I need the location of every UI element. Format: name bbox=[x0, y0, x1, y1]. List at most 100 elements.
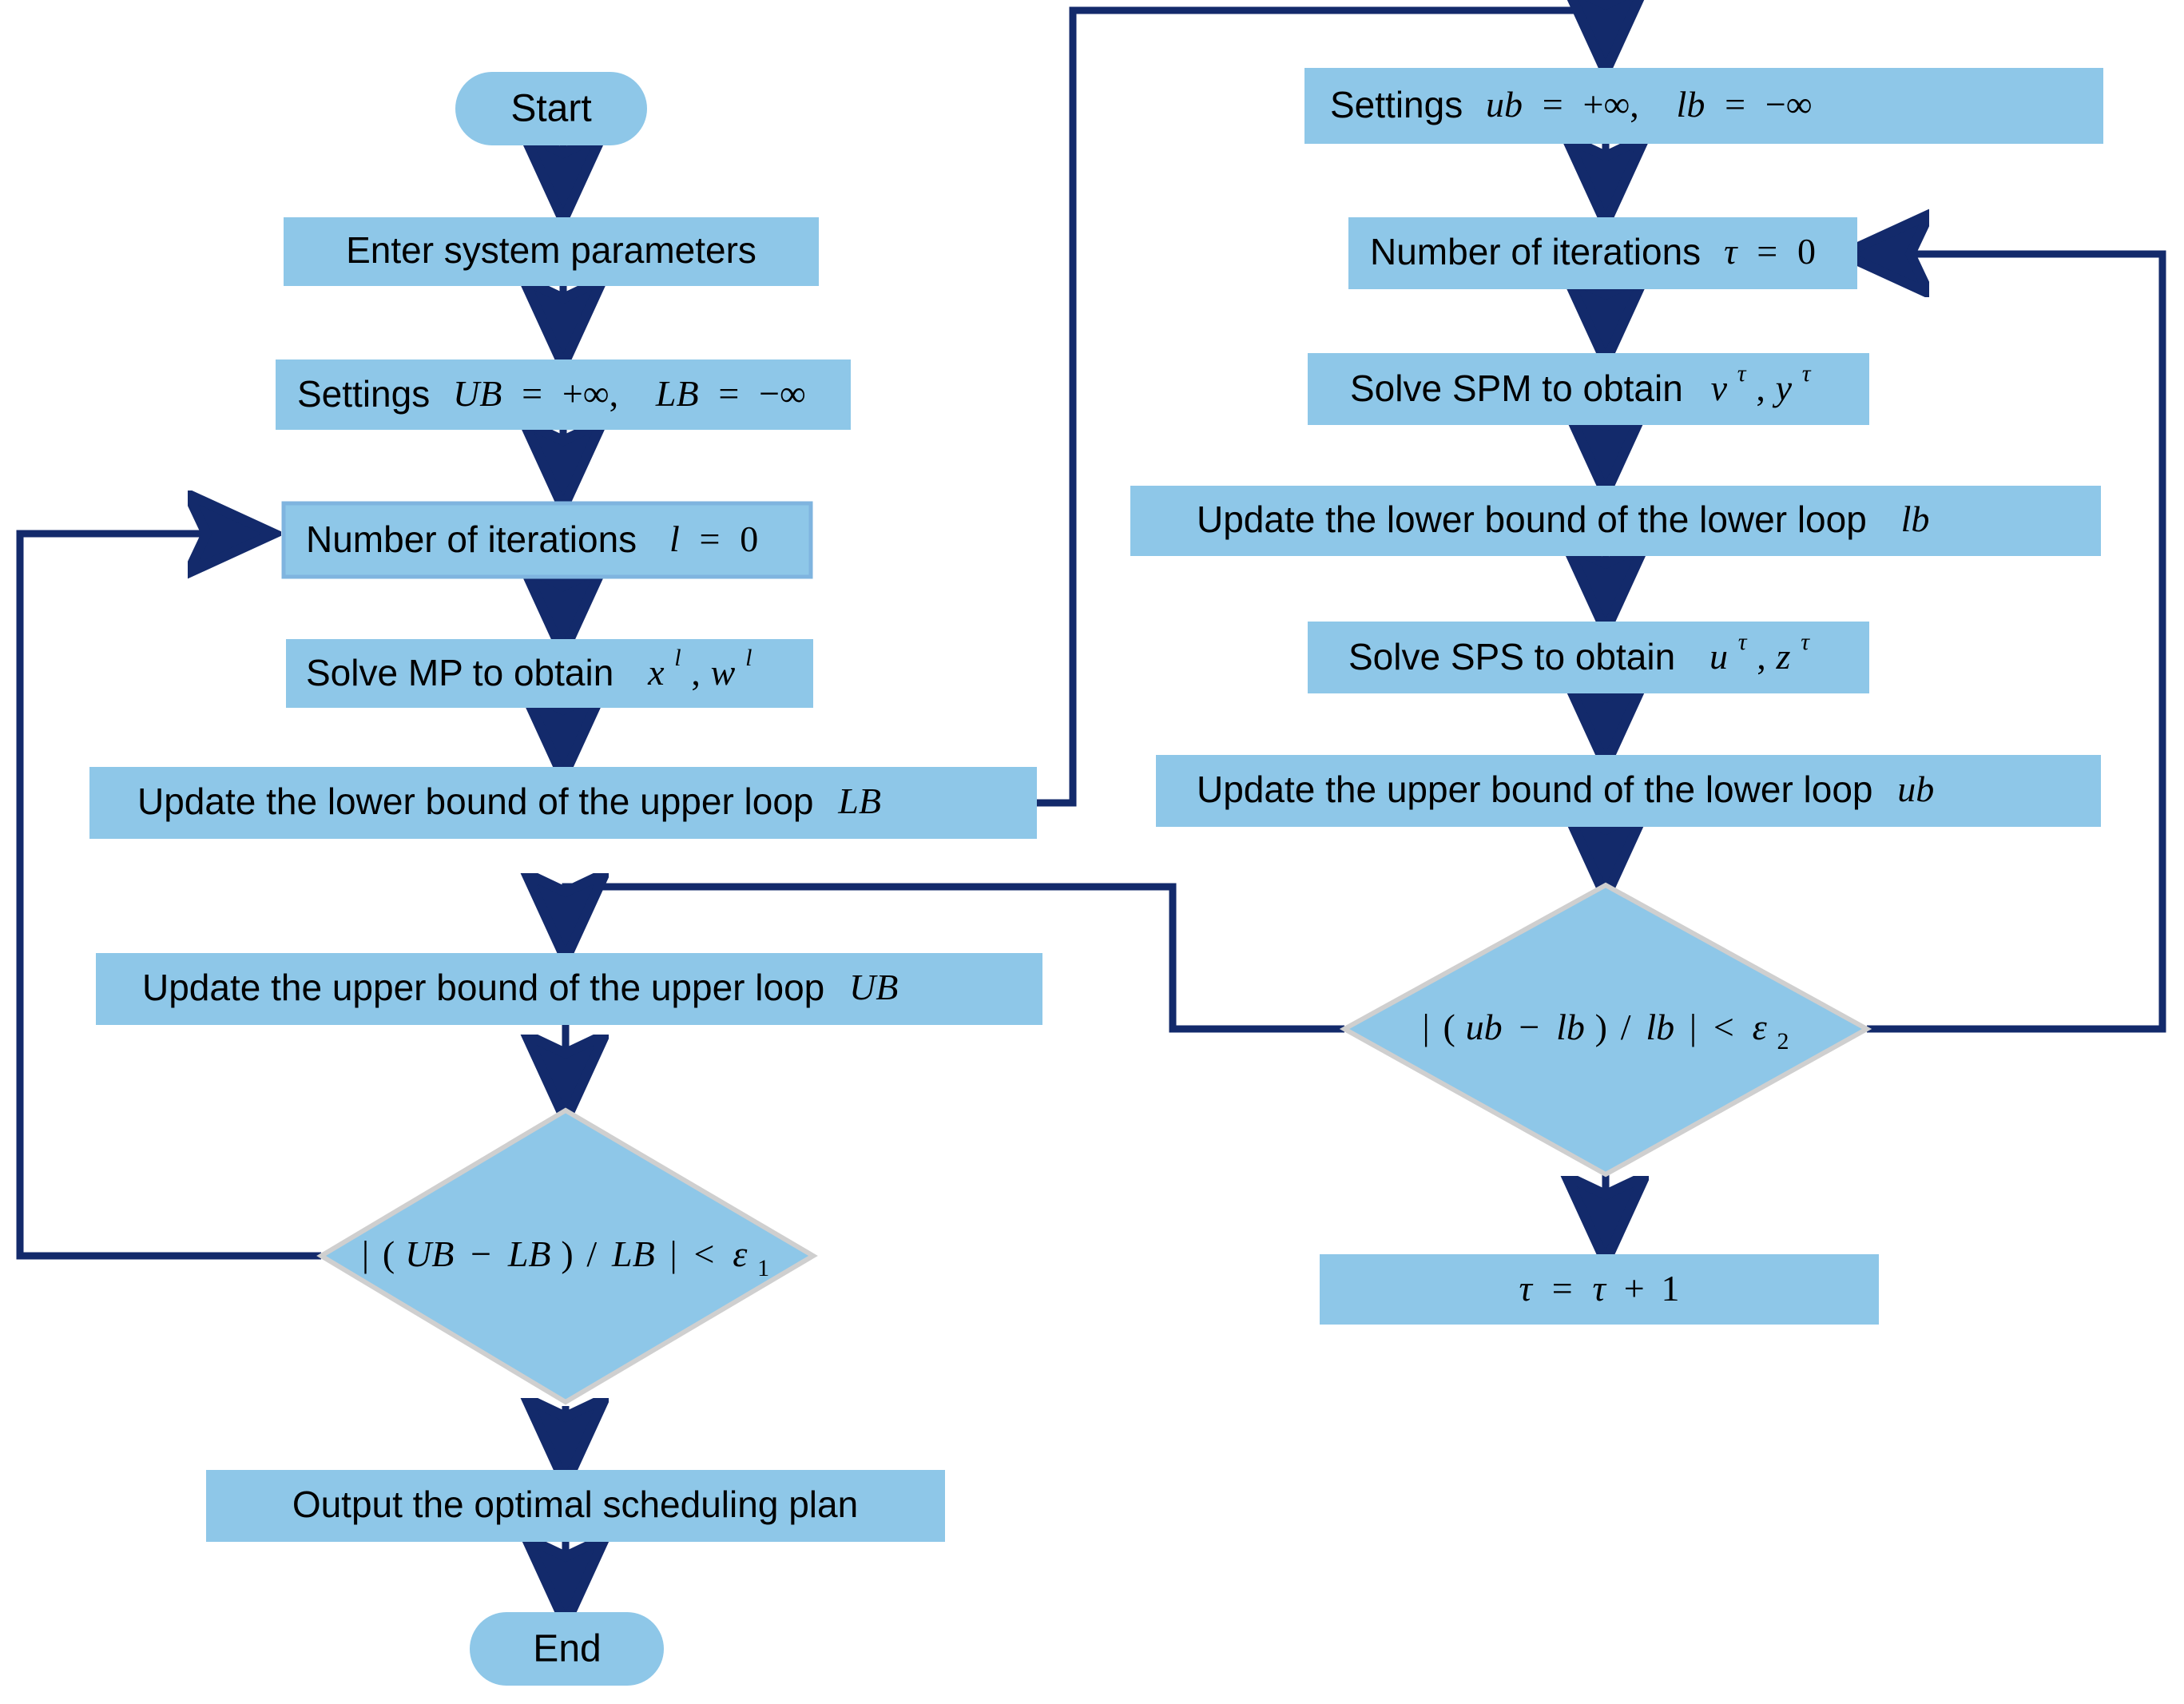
settings-upper-word: Settings bbox=[297, 373, 430, 415]
node-solve-spm[interactable]: Solve SPM to obtain v τ , y τ bbox=[1308, 352, 1869, 425]
settings-lower-val2: −∞ bbox=[1765, 84, 1813, 125]
solve-spm-sup1: τ bbox=[1737, 360, 1747, 387]
node-iter-upper[interactable]: Number of iterations l = 0 bbox=[281, 501, 813, 579]
iter-upper-val: 0 bbox=[740, 518, 758, 559]
solve-sps-var2: z bbox=[1776, 636, 1791, 677]
decision-lower-slash: / bbox=[1621, 1007, 1631, 1047]
solve-sps-sup1: τ bbox=[1738, 629, 1748, 655]
settings-lower-word: Settings bbox=[1330, 84, 1463, 125]
settings-lower-eq1: = bbox=[1543, 84, 1563, 125]
decision-lower-b: lb bbox=[1556, 1007, 1585, 1047]
decision-upper-minus: − bbox=[471, 1233, 491, 1274]
node-update-ub-upper[interactable]: Update the upper bound of the upper loop… bbox=[96, 953, 1042, 1025]
decision-lower-c: lb bbox=[1646, 1007, 1674, 1047]
node-solve-spm-text: Solve SPM to obtain v τ , y τ bbox=[1350, 352, 1812, 409]
node-enter-params-label: Enter system parameters bbox=[346, 229, 756, 271]
settings-lower-var2: lb bbox=[1677, 84, 1706, 125]
node-solve-mp-text: Solve MP to obtain x l , w l bbox=[306, 636, 752, 693]
node-solve-sps[interactable]: Solve SPS to obtain u τ , z τ bbox=[1308, 620, 1869, 693]
node-update-lb-lower-text: Update the lower bound of the lower loop… bbox=[1197, 498, 1929, 541]
decision-upper-lt: < bbox=[693, 1233, 714, 1274]
node-settings-lower-text: Settings ub = +∞, lb = −∞ bbox=[1330, 84, 1813, 126]
edge-decision-upper-iter-upper-feedback bbox=[16, 534, 321, 1260]
node-update-ub-lower[interactable]: Update the upper bound of the lower loop… bbox=[1156, 755, 2101, 827]
tau-increment-one: 1 bbox=[1661, 1268, 1679, 1309]
tau-increment-plus: + bbox=[1624, 1268, 1645, 1309]
edge-update-lb-upper-settings-lower bbox=[1037, 10, 1606, 807]
iter-lower-var: τ bbox=[1724, 231, 1738, 272]
decision-lower-open: ( bbox=[1443, 1007, 1455, 1047]
solve-sps-sup2: τ bbox=[1801, 629, 1810, 655]
node-decision-lower[interactable]: | ( ub − lb ) / lb | < ε 2 bbox=[1339, 882, 1872, 1178]
solve-mp-word: Solve MP to obtain bbox=[306, 652, 614, 693]
node-enter-params[interactable]: Enter system parameters bbox=[284, 217, 819, 286]
iter-upper-var: l bbox=[669, 518, 680, 559]
settings-lower-var1: ub bbox=[1486, 84, 1523, 125]
decision-upper-b: LB bbox=[507, 1233, 551, 1274]
decision-upper-bar2: | bbox=[669, 1233, 677, 1274]
decision-upper-slash: / bbox=[586, 1233, 597, 1274]
solve-spm-var1: v bbox=[1711, 367, 1728, 408]
node-end[interactable]: End bbox=[470, 1612, 664, 1686]
tau-increment-eq: = bbox=[1552, 1268, 1573, 1309]
solve-spm-sup2: τ bbox=[1802, 360, 1812, 387]
decision-lower-bar1: | bbox=[1422, 1007, 1429, 1047]
update-lb-upper-word: Update the lower bound of the upper loop bbox=[137, 781, 814, 822]
node-update-lb-upper[interactable]: Update the lower bound of the upper loop… bbox=[89, 767, 1037, 839]
iter-upper-word: Number of iterations bbox=[306, 518, 637, 560]
solve-mp-var2: w bbox=[711, 652, 736, 693]
update-ub-lower-word: Update the upper bound of the lower loop bbox=[1197, 769, 1873, 810]
tau-increment-var2: τ bbox=[1593, 1268, 1607, 1309]
solve-mp-sup1: l bbox=[674, 645, 681, 671]
node-decision-lower-text: | ( ub − lb ) / lb | < ε 2 bbox=[1422, 1007, 1789, 1055]
solve-mp-comma: , bbox=[691, 652, 701, 693]
update-ub-lower-var: ub bbox=[1897, 769, 1934, 809]
settings-upper-eq2: = bbox=[718, 373, 739, 414]
iter-lower-eq: = bbox=[1757, 231, 1777, 272]
settings-upper-val1: +∞, bbox=[562, 373, 618, 414]
update-lb-upper-var: LB bbox=[837, 781, 881, 821]
update-ub-upper-var: UB bbox=[849, 967, 898, 1007]
node-tau-increment[interactable]: τ = τ + 1 bbox=[1320, 1254, 1879, 1325]
settings-lower-eq2: = bbox=[1725, 84, 1745, 125]
decision-lower-minus: − bbox=[1519, 1007, 1539, 1047]
node-iter-lower-text: Number of iterations τ = 0 bbox=[1370, 231, 1816, 273]
solve-spm-word: Solve SPM to obtain bbox=[1350, 367, 1683, 409]
iter-upper-eq: = bbox=[700, 518, 721, 559]
node-update-lb-upper-text: Update the lower bound of the upper loop… bbox=[137, 781, 881, 823]
decision-upper-sub: 1 bbox=[757, 1255, 769, 1281]
node-solve-sps-text: Solve SPS to obtain u τ , z τ bbox=[1348, 620, 1810, 677]
node-iter-lower[interactable]: Number of iterations τ = 0 bbox=[1348, 217, 1857, 289]
node-update-lb-lower[interactable]: Update the lower bound of the lower loop… bbox=[1130, 486, 2101, 556]
decision-lower-a: ub bbox=[1466, 1007, 1503, 1047]
settings-upper-var1: UB bbox=[453, 373, 502, 414]
decision-lower-lt: < bbox=[1713, 1007, 1734, 1047]
update-lb-lower-word: Update the lower bound of the lower loop bbox=[1197, 498, 1867, 540]
edge-decision-lower-update-ub-upper bbox=[566, 887, 1344, 1033]
solve-mp-sup2: l bbox=[745, 645, 752, 671]
node-decision-upper[interactable]: | ( UB − LB ) / LB | < ε 1 bbox=[316, 1107, 818, 1405]
node-solve-mp[interactable]: Solve MP to obtain x l , w l bbox=[286, 636, 813, 708]
edge-decision-lower-iter-lower-feedback bbox=[1857, 254, 2166, 1033]
node-update-ub-upper-text: Update the upper bound of the upper loop… bbox=[142, 967, 898, 1009]
iter-lower-word: Number of iterations bbox=[1370, 231, 1701, 272]
node-output-plan[interactable]: Output the optimal scheduling plan bbox=[206, 1470, 945, 1542]
update-lb-lower-var: lb bbox=[1901, 498, 1930, 539]
node-layer: Start Enter system parameters Settings U… bbox=[89, 68, 2103, 1686]
decision-lower-bar2: | bbox=[1690, 1007, 1697, 1047]
node-start[interactable]: Start bbox=[455, 72, 647, 145]
node-settings-upper-text: Settings UB = +∞, LB = −∞ bbox=[297, 373, 806, 415]
solve-spm-comma: , bbox=[1756, 367, 1765, 408]
solve-sps-var1: u bbox=[1709, 636, 1728, 677]
solve-spm-var2: y bbox=[1773, 367, 1793, 408]
node-settings-upper[interactable]: Settings UB = +∞, LB = −∞ bbox=[276, 359, 851, 430]
node-settings-lower[interactable]: Settings ub = +∞, lb = −∞ bbox=[1304, 68, 2103, 144]
node-update-ub-lower-text: Update the upper bound of the lower loop… bbox=[1197, 769, 1934, 811]
tau-increment-var1: τ bbox=[1519, 1268, 1534, 1309]
decision-upper-a: UB bbox=[405, 1233, 454, 1274]
decision-lower-close: ) bbox=[1595, 1007, 1607, 1047]
decision-upper-c: LB bbox=[611, 1233, 655, 1274]
decision-upper-open: ( bbox=[383, 1233, 395, 1274]
